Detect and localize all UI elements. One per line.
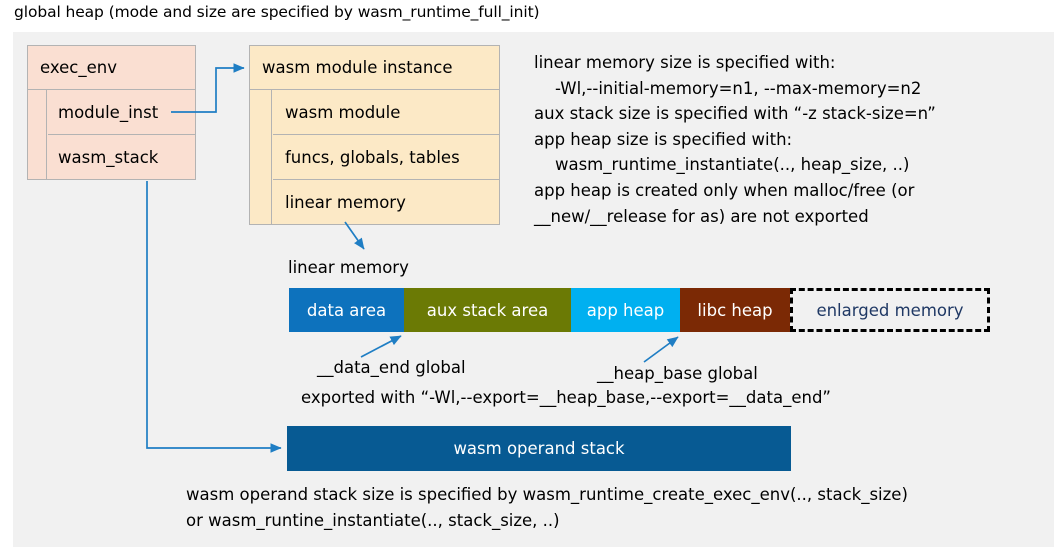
linear-memory-bar: data area aux stack area app heap libc h…	[289, 288, 990, 332]
annotation-data-end: __data_end global	[317, 358, 466, 377]
memory-segment-libc-heap-label: libc heap	[697, 300, 773, 320]
memory-segment-app-heap: app heap	[571, 288, 680, 332]
exec-env-indent-column	[28, 90, 47, 179]
linear-memory-row-label: linear memory	[285, 192, 406, 212]
memory-segment-aux-stack-area-label: aux stack area	[426, 300, 549, 320]
memory-segment-enlarged-memory-label: enlarged memory	[816, 300, 964, 320]
wasm-operand-stack-label: wasm operand stack	[453, 439, 625, 458]
exec-env-box: exec_env module_inst wasm_stack	[27, 45, 196, 180]
exec-env-row-module-inst: module_inst	[48, 90, 195, 135]
linear-memory-caption: linear memory	[288, 258, 409, 277]
linear-memory-notes: linear memory size is specified with: -W…	[534, 53, 936, 226]
exec-env-row-wasm-stack: wasm_stack	[48, 135, 195, 179]
wasm-module-label: wasm module	[285, 102, 401, 122]
annotation-exported-with: exported with “-Wl,--export=__heap_base,…	[301, 388, 831, 407]
exec-env-header-row: exec_env	[28, 46, 195, 90]
memory-segment-libc-heap: libc heap	[680, 288, 790, 332]
module-instance-row-linear-memory: linear memory	[273, 180, 499, 224]
operand-stack-note: wasm operand stack size is specified by …	[186, 485, 908, 530]
module-inst-label: module_inst	[58, 102, 159, 122]
memory-segment-aux-stack-area: aux stack area	[404, 288, 571, 332]
module-instance-header-row: wasm module instance	[250, 46, 499, 90]
page-title: global heap (mode and size are specified…	[14, 3, 540, 21]
memory-segment-data-area-label: data area	[306, 300, 387, 320]
annotation-heap-base: __heap_base global	[597, 364, 758, 383]
exec-env-header-label: exec_env	[40, 58, 117, 77]
module-instance-row-wasm-module: wasm module	[273, 90, 499, 135]
module-instance-indent-column	[250, 90, 272, 224]
memory-segment-enlarged-memory: enlarged memory	[790, 288, 990, 332]
funcs-globals-tables-label: funcs, globals, tables	[285, 147, 460, 167]
memory-segment-data-area: data area	[289, 288, 404, 332]
wasm-operand-stack-bar: wasm operand stack	[287, 426, 791, 471]
memory-segment-app-heap-label: app heap	[586, 300, 665, 320]
module-instance-header-label: wasm module instance	[262, 58, 453, 77]
wasm-module-instance-box: wasm module instance wasm module funcs, …	[249, 45, 500, 225]
module-instance-row-funcs-globals-tables: funcs, globals, tables	[273, 135, 499, 180]
wasm-stack-label: wasm_stack	[58, 147, 159, 167]
